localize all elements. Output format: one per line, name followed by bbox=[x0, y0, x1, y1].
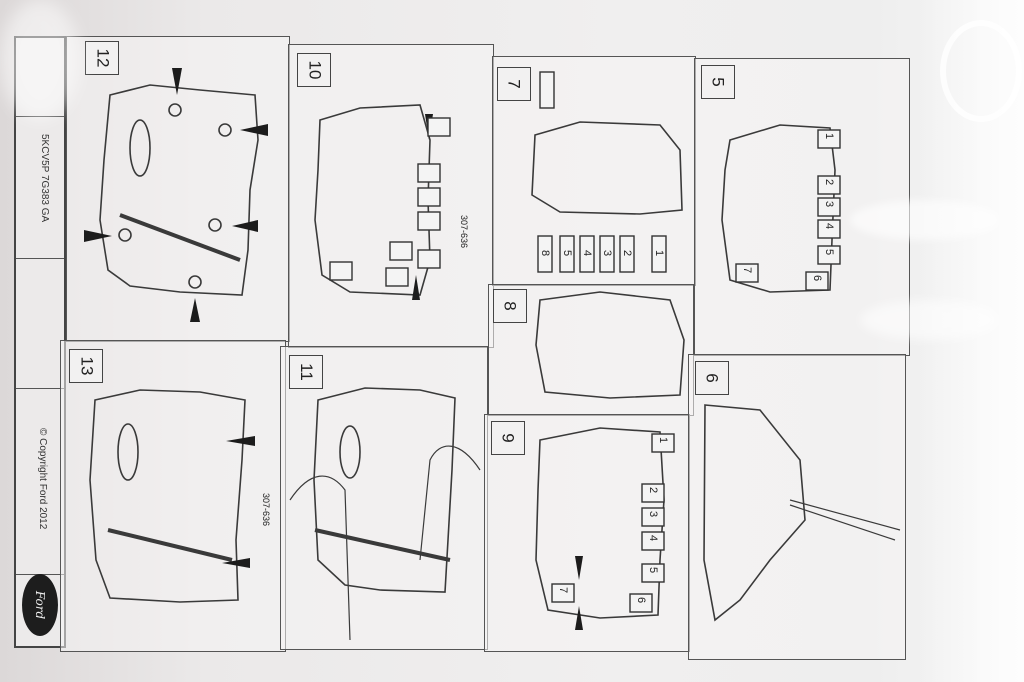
step-number: 9 bbox=[491, 421, 525, 455]
step-number: 5 bbox=[701, 65, 735, 99]
solenoid-number: 6 bbox=[635, 597, 647, 603]
panel-step-8: 8 bbox=[488, 284, 694, 416]
panel-step-10: 10 307-636 bbox=[288, 44, 494, 348]
valve-body-drawing bbox=[89, 389, 246, 603]
solenoid-number: 3 bbox=[823, 201, 835, 207]
solenoid-number: 2 bbox=[823, 179, 835, 185]
part-number-cell: 5KCV5P 7G383 GA bbox=[16, 116, 64, 259]
solenoid-number: 4 bbox=[581, 250, 593, 256]
solenoid-number: 5 bbox=[561, 250, 573, 256]
step-number: 11 bbox=[289, 355, 323, 389]
step-number: 6 bbox=[695, 361, 729, 395]
solenoid-number: 5 bbox=[823, 249, 835, 255]
solenoid-number: 4 bbox=[823, 223, 835, 229]
step-number: 12 bbox=[85, 41, 119, 75]
valve-body-drawing bbox=[535, 291, 685, 399]
step-number: 13 bbox=[69, 349, 103, 383]
solenoid-number: 2 bbox=[621, 250, 633, 256]
valve-body-drawing bbox=[531, 121, 683, 215]
valve-body-drawing bbox=[313, 387, 456, 593]
step-number: 7 bbox=[497, 67, 531, 101]
solenoid-number: 7 bbox=[741, 267, 753, 273]
step-number: 10 bbox=[297, 53, 331, 87]
solenoid-number: 1 bbox=[653, 250, 665, 256]
solenoid-number: 3 bbox=[647, 511, 659, 517]
title-block-cell bbox=[16, 258, 64, 389]
valve-body-drawing bbox=[721, 124, 836, 293]
title-block: 5KCV5P 7G383 GA © Copyright Ford 2012 bbox=[14, 36, 66, 648]
solenoid-number: 3 bbox=[601, 250, 613, 256]
valve-body-drawing bbox=[535, 427, 665, 619]
valve-body-drawing bbox=[314, 104, 431, 296]
ford-logo: Ford bbox=[22, 574, 58, 636]
step-number: 8 bbox=[493, 289, 527, 323]
solenoid-number: 4 bbox=[647, 535, 659, 541]
valve-body-drawing bbox=[99, 84, 259, 296]
solenoid-number: 1 bbox=[657, 437, 669, 443]
valve-body-drawing bbox=[129, 119, 151, 177]
solenoid-number: 7 bbox=[557, 587, 569, 593]
solenoid-number: 6 bbox=[811, 275, 823, 281]
solenoid-number: 8 bbox=[539, 250, 551, 256]
solenoid-number: 2 bbox=[647, 487, 659, 493]
valve-body-drawing bbox=[703, 404, 806, 622]
solenoid-number: 5 bbox=[647, 567, 659, 573]
solenoid-number: 1 bbox=[823, 133, 835, 139]
